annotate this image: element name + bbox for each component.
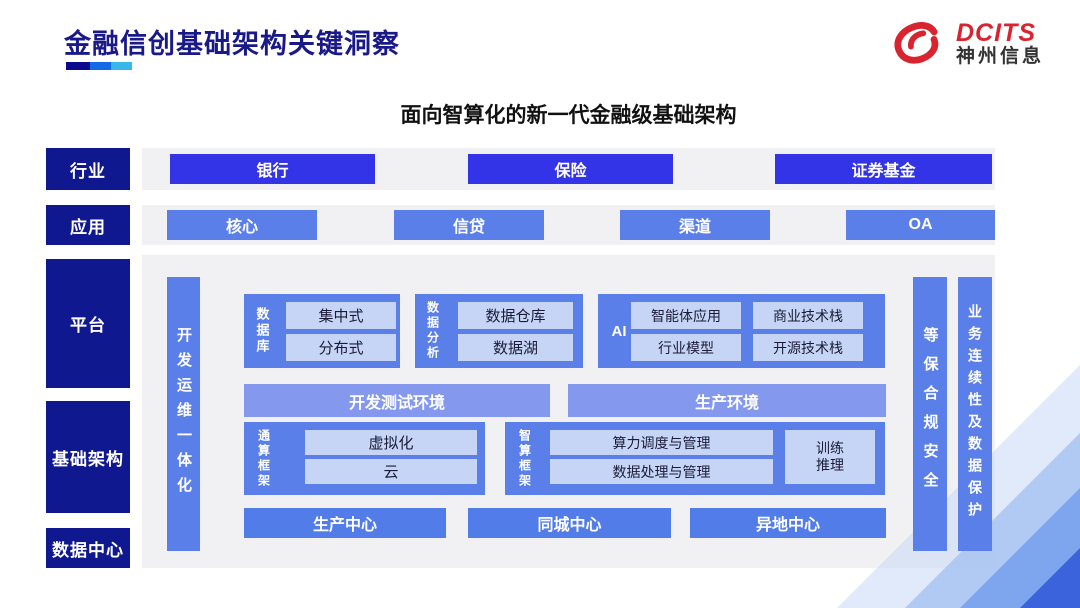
- analytics-group: 数据分析 数据仓库 数据湖: [415, 294, 583, 368]
- continuity-bar: 业务连续性及数据保护: [958, 277, 992, 551]
- ai-item-industry-models: 行业模型: [631, 334, 741, 361]
- dcits-swirl-icon: [886, 14, 948, 73]
- application-item-oa: OA: [846, 210, 995, 240]
- dcits-logo: DCITS 神州信息: [886, 14, 1044, 73]
- general-item-virtualization: 虚拟化: [305, 430, 477, 455]
- security-bar: 等保合规安全: [913, 277, 947, 551]
- intelligent-compute-label: 智算框架: [517, 428, 532, 489]
- ai-group-label: AI: [611, 322, 627, 340]
- page-title: 金融信创基础架构关键洞察: [64, 29, 400, 59]
- title-underline: [66, 62, 132, 70]
- row-label-platform: 平台: [46, 259, 130, 388]
- general-compute-label: 通算框架: [256, 428, 271, 489]
- center-remote: 异地中心: [690, 508, 886, 538]
- ai-item-opensource-stack: 开源技术栈: [753, 334, 863, 361]
- database-item-centralized: 集中式: [286, 302, 396, 329]
- database-group: 数据库 集中式 分布式: [244, 294, 400, 368]
- industry-item-securities: 证券基金: [775, 154, 992, 184]
- database-group-label: 数据库: [254, 307, 270, 355]
- row-label-application: 应用: [46, 205, 130, 245]
- underline-segment: [90, 62, 111, 70]
- intelligent-item-dataprocessing: 数据处理与管理: [550, 459, 773, 484]
- intelligent-item-training-inference: 训练 推理: [785, 430, 875, 484]
- analytics-item-lake: 数据湖: [458, 334, 573, 361]
- underline-segment: [111, 62, 132, 70]
- general-compute-group: 通算框架 虚拟化 云: [244, 422, 485, 495]
- industry-item-bank: 银行: [170, 154, 375, 184]
- logo-brand-text: DCITS: [956, 19, 1036, 48]
- center-production: 生产中心: [244, 508, 446, 538]
- underline-segment: [66, 62, 90, 70]
- environment-production: 生产环境: [568, 384, 886, 417]
- row-label-infrastructure: 基础架构: [46, 401, 130, 513]
- database-item-distributed: 分布式: [286, 334, 396, 361]
- general-item-cloud: 云: [305, 459, 477, 484]
- analytics-group-label: 数据分析: [425, 301, 440, 361]
- row-label-datacenter: 数据中心: [46, 528, 130, 568]
- environment-devtest: 开发测试环境: [244, 384, 550, 417]
- intelligent-item-scheduling: 算力调度与管理: [550, 430, 773, 455]
- row-label-industry: 行业: [46, 148, 130, 190]
- ai-item-agent-apps: 智能体应用: [631, 302, 741, 329]
- diagram-subtitle: 面向智算化的新一代金融级基础架构: [400, 104, 737, 127]
- logo-company-text: 神州信息: [956, 45, 1045, 67]
- application-item-channel: 渠道: [620, 210, 770, 240]
- application-item-credit: 信贷: [394, 210, 544, 240]
- ai-item-commercial-stack: 商业技术栈: [753, 302, 863, 329]
- intelligent-compute-group: 智算框架 算力调度与管理 数据处理与管理 训练 推理: [505, 422, 885, 495]
- application-item-core: 核心: [167, 210, 317, 240]
- industry-item-insurance: 保险: [468, 154, 673, 184]
- analytics-item-warehouse: 数据仓库: [458, 302, 573, 329]
- center-samecity: 同城中心: [468, 508, 671, 538]
- devops-bar: 开发运维一体化: [167, 277, 200, 551]
- ai-group: AI 智能体应用 行业模型 商业技术栈 开源技术栈: [598, 294, 885, 368]
